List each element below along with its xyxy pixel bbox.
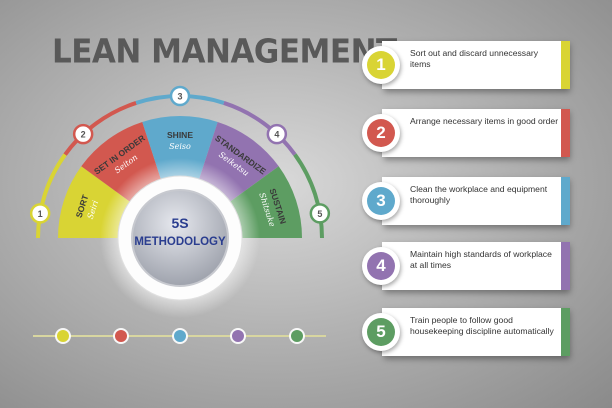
step-color-bar — [561, 308, 570, 356]
arc-segment-4 — [223, 101, 297, 156]
timeline-dot-5 — [291, 330, 303, 342]
step-number-ring: 2 — [362, 114, 400, 152]
step-card-body — [382, 242, 568, 290]
badge-1 — [29, 203, 51, 224]
step-text: Train people to follow good housekeeping… — [410, 315, 554, 336]
badge-number-2: 2 — [81, 130, 86, 140]
step-number-ring: 5 — [362, 313, 400, 351]
step-number: 2 — [367, 119, 395, 147]
step-number: 1 — [367, 51, 395, 79]
step-number: 5 — [367, 318, 395, 346]
hub-label-methodology: METHODOLOGY — [134, 236, 226, 248]
badge-number-1: 1 — [38, 209, 43, 219]
step-card-body — [382, 41, 568, 89]
step-number-ring: 3 — [362, 182, 400, 220]
step-number: 4 — [367, 252, 395, 280]
step-card-4: 4 Maintain high standards of workplace at… — [360, 242, 570, 290]
badge-4 — [266, 123, 288, 145]
timeline-dot-3 — [174, 330, 186, 342]
step-number-ring: 1 — [362, 46, 400, 84]
step-card-5: 5 Train people to follow good housekeepin… — [360, 308, 570, 356]
arc-segment-2 — [63, 101, 137, 156]
wedge-sublabel-3: Seiso — [169, 142, 191, 151]
timeline-dot-1 — [57, 330, 69, 342]
step-text: Sort out and discard unnecessary items — [410, 48, 539, 69]
badge-number-4: 4 — [274, 130, 279, 140]
step-card-2: 2 Arrange necessary items in good order — [360, 109, 570, 157]
badge-5 — [309, 203, 331, 224]
step-number: 3 — [367, 187, 395, 215]
arc-segment-5 — [293, 153, 324, 239]
hub-core — [131, 189, 229, 287]
step-text: Maintain high standards of workplace at … — [410, 249, 552, 270]
step-card-1: 1 Sort out and discard unnecessary items — [360, 41, 570, 89]
step-color-bar — [561, 177, 570, 225]
step-card-3: 3 Clean the workplace and equipment thoro… — [360, 177, 570, 225]
step-text: Clean the workplace and equipment thorou… — [410, 184, 548, 205]
step-card-body — [382, 109, 568, 157]
step-card-body — [382, 308, 568, 356]
hub-label-5s: 5S — [171, 215, 188, 231]
step-color-bar — [561, 242, 570, 290]
badge-number-5: 5 — [317, 209, 322, 219]
badge-3 — [169, 85, 191, 107]
step-text: Arrange necessary items in good order — [410, 116, 559, 126]
step-color-bar — [561, 41, 570, 89]
page-title: LEAN MANAGEMENT — [52, 33, 397, 71]
step-color-bar — [561, 109, 570, 157]
wedge-label-3: SHINE — [167, 130, 193, 140]
step-number-ring: 4 — [362, 247, 400, 285]
timeline-dot-4 — [232, 330, 244, 342]
timeline-dot-2 — [115, 330, 127, 342]
badge-number-3: 3 — [177, 92, 182, 102]
step-card-body — [382, 177, 568, 225]
arc-segment-1 — [36, 153, 67, 239]
badge-2 — [72, 123, 94, 145]
